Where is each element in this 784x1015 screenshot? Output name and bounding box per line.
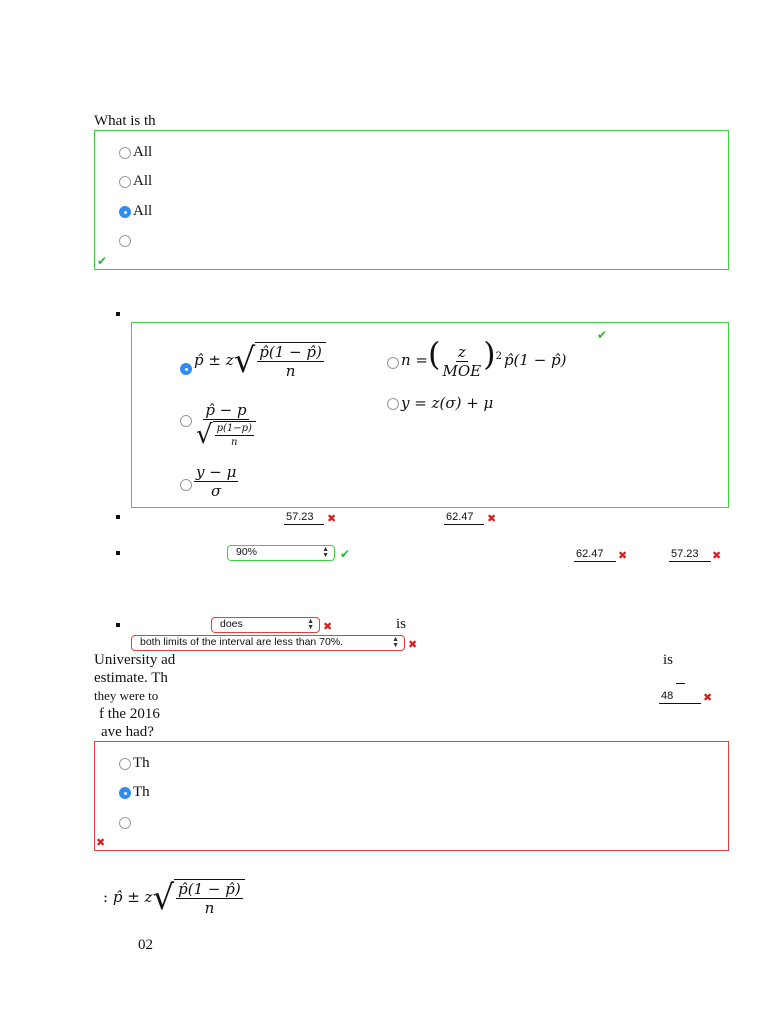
q4-bullet (116, 551, 120, 555)
q3-bullet (116, 515, 120, 519)
q4-blank-2[interactable]: 57.23 (669, 548, 711, 562)
q6-right-text: is (663, 652, 674, 668)
q2-formula-e: y = z(σ) + μ (401, 394, 494, 412)
q1-option-2: All (133, 173, 153, 189)
q6-text-line-5: ave had? (101, 724, 154, 740)
q3-blank-2[interactable]: 62.47 (444, 511, 484, 525)
select-arrows-icon: ▲▼ (322, 546, 329, 559)
q5-bullet (116, 623, 120, 627)
q1-radio-3[interactable] (119, 206, 131, 218)
q2-formula-b: p̂ − p√p(1−p)n (194, 401, 258, 450)
q2-formula-a: p̂ ± z√p̂(1 − p̂)n (194, 341, 326, 381)
q1-radio-2[interactable] (119, 176, 131, 188)
q2-radio-a[interactable] (180, 363, 192, 375)
q1-correct-check-icon: ✔ (97, 254, 108, 268)
q1-option-3: All (133, 203, 153, 219)
q5-select-1[interactable]: does ▲▼ (211, 617, 320, 633)
q6-option-2: Th (133, 784, 150, 800)
q5-incorrect-x-icon-2: ✖ (408, 638, 418, 651)
q2-radio-c[interactable] (180, 479, 192, 491)
q1-option-1: All (133, 144, 153, 160)
q6-text-line-3: they were to (94, 688, 159, 703)
q5-select-2[interactable]: both limits of the interval are less tha… (131, 635, 405, 651)
q2-radio-e[interactable] (387, 398, 399, 410)
q4-select[interactable]: 90% ▲▼ (227, 545, 335, 561)
q6-overline-mark (676, 683, 685, 684)
q6-text-line-2: estimate. Th (94, 670, 168, 686)
q1-radio-4[interactable] (119, 235, 131, 247)
q3-blank-1[interactable]: 57.23 (284, 511, 324, 525)
q2-radio-d[interactable] (387, 357, 399, 369)
footer-trailing-text: 02 (138, 937, 153, 953)
select-arrows-icon: ▲▼ (392, 636, 399, 649)
select-arrows-icon: ▲▼ (307, 618, 314, 631)
q6-text-line-1: University ad (94, 652, 176, 668)
q6-radio-2[interactable] (119, 787, 131, 799)
q2-radio-b[interactable] (180, 415, 192, 427)
q4-incorrect-x-icon-2: ✖ (712, 549, 722, 562)
q6-blank[interactable]: 48 (659, 690, 701, 704)
q1-answer-box: All All All ✔ (94, 130, 729, 270)
q3-incorrect-x-icon-1: ✖ (327, 512, 337, 525)
q4-blank-1[interactable]: 62.47 (574, 548, 616, 562)
q4-correct-check-icon: ✔ (340, 547, 351, 561)
q5-trailing-text: is (396, 616, 407, 632)
q3-incorrect-x-icon-2: ✖ (487, 512, 497, 525)
q2-bullet (116, 312, 120, 316)
footer-formula: : p̂ ± z√p̂(1 − p̂)n (103, 878, 245, 918)
q2-correct-check-icon: ✔ (597, 328, 608, 342)
q6-incorrect-x-icon-blank: ✖ (703, 691, 713, 704)
q6-text-line-4: f the 2016 (99, 706, 160, 722)
q4-incorrect-x-icon-1: ✖ (618, 549, 628, 562)
q6-radio-1[interactable] (119, 758, 131, 770)
q2-answer-box: ✔ p̂ ± z√p̂(1 − p̂)n p̂ − p√p(1−p)n y − … (131, 322, 729, 508)
q6-option-1: Th (133, 755, 150, 771)
q6-radio-3[interactable] (119, 817, 131, 829)
q6-answer-box: Th Th ✖ (94, 741, 729, 851)
q1-radio-1[interactable] (119, 147, 131, 159)
q5-incorrect-x-icon-1: ✖ (323, 620, 333, 633)
q1-prompt: What is th (94, 113, 156, 129)
q6-incorrect-x-icon: ✖ (96, 836, 106, 849)
